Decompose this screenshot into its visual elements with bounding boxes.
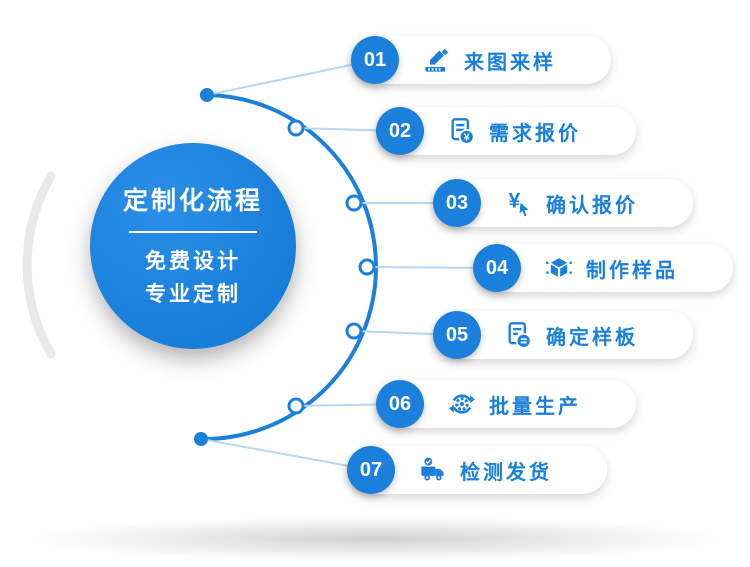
step-number-badge: 05	[433, 311, 481, 359]
confirm-template-icon	[505, 321, 533, 349]
step-label: 批量生产	[489, 395, 581, 418]
main-flow-arc	[200, 93, 378, 442]
center-divider	[129, 231, 257, 233]
connector-lines	[200, 59, 498, 471]
step-number-badge: 07	[347, 446, 395, 494]
step-number-badge: 01	[351, 36, 399, 84]
step-item: 02 ¥ 需求报价	[376, 107, 636, 155]
svg-text:¥: ¥	[464, 131, 470, 143]
step-label: 确认报价	[546, 194, 638, 217]
step-label: 检测发货	[460, 461, 552, 484]
step-item: 04 制作样品	[473, 244, 733, 292]
step-item: 03 ¥ 确认报价	[433, 179, 693, 227]
step-label: 制作样品	[586, 259, 678, 282]
step-label: 确定样板	[546, 326, 638, 349]
step-item: 06 批量生产	[376, 380, 636, 428]
step-number-badge: 06	[376, 380, 424, 428]
confirm-quote-icon: ¥	[505, 189, 533, 217]
step-number-badge: 03	[433, 179, 481, 227]
make-sample-icon	[545, 254, 573, 282]
step-item: 07 检测发货	[347, 446, 607, 494]
ground-shadow	[15, 516, 735, 562]
svg-text:¥: ¥	[508, 190, 520, 213]
step-number-badge: 04	[473, 244, 521, 292]
center-circle: 定制化流程 免费设计 专业定制	[90, 143, 296, 349]
center-subtitle-1: 免费设计	[145, 250, 241, 273]
step-label: 需求报价	[489, 122, 581, 145]
center-subtitle-2: 专业定制	[145, 283, 241, 306]
step-number-badge: 02	[376, 107, 424, 155]
drawing-sample-icon	[423, 46, 451, 74]
inspect-ship-icon	[419, 456, 447, 484]
center-title: 定制化流程	[122, 187, 263, 215]
arc-node-dots	[287, 119, 376, 415]
mass-production-icon	[448, 390, 476, 418]
step-label: 来图来样	[464, 51, 556, 74]
step-item: 05 确定样板	[433, 311, 693, 359]
step-item: 01 来图来样	[351, 36, 611, 84]
requirement-quote-icon: ¥	[448, 117, 476, 145]
arc-endpoint-dot	[194, 432, 208, 446]
arc-endpoint-dot	[200, 88, 214, 102]
left-gray-arc	[22, 171, 56, 359]
